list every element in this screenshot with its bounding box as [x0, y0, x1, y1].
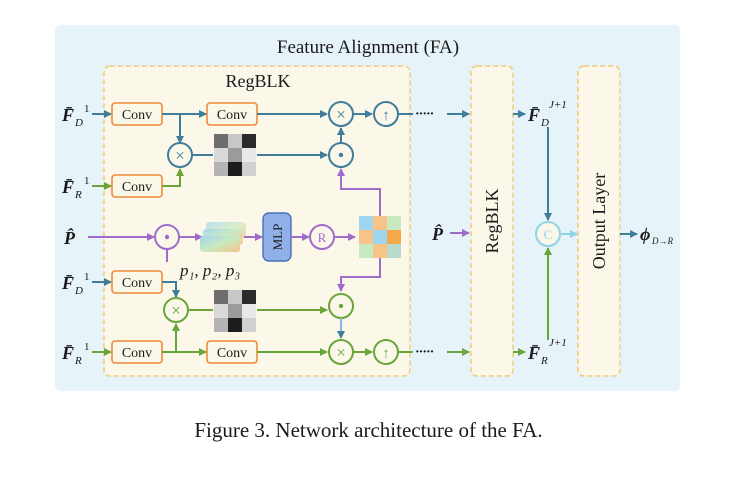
svg-text:×: × [171, 301, 181, 320]
svg-text:1: 1 [84, 175, 90, 187]
svg-text:R: R [540, 355, 548, 367]
input-fr1-top: F̄ R 1 [61, 175, 90, 201]
svg-text:F̄: F̄ [527, 105, 540, 125]
svg-text:F̄: F̄ [61, 273, 74, 293]
param-feature-stack [200, 222, 246, 252]
svg-text:ϕ: ϕ [640, 224, 650, 244]
regblk-block-2 [470, 65, 514, 377]
fa-title: Feature Alignment (FA) [277, 37, 459, 58]
output-layer-label: Output Layer [589, 173, 609, 269]
svg-text:×: × [336, 343, 346, 362]
svg-text:↑: ↑ [382, 108, 390, 124]
svg-text:D→R: D→R [651, 236, 673, 246]
output-fdj: F̄ D J+1 [527, 99, 567, 129]
svg-text:Conv: Conv [217, 108, 247, 123]
svg-text:1: 1 [84, 103, 90, 115]
mlp-label: MLP [270, 224, 285, 251]
svg-text:R: R [74, 355, 82, 367]
svg-text:D: D [74, 117, 83, 129]
svg-text:J+1: J+1 [549, 99, 567, 111]
svg-text:F̄: F̄ [527, 343, 540, 363]
cost-volume-top [214, 134, 256, 176]
svg-text:R: R [318, 230, 327, 245]
cost-volume-bottom [214, 290, 256, 332]
svg-text:Conv: Conv [217, 346, 247, 361]
svg-text:C: C [544, 227, 553, 242]
svg-text:×: × [175, 146, 185, 165]
svg-text:Conv: Conv [122, 276, 152, 291]
output-phi: ϕ D→R [640, 224, 673, 246]
output-layer-block [577, 65, 621, 377]
svg-text:F̄: F̄ [61, 343, 74, 363]
input-fr1-bottom: F̄ R 1 [61, 341, 90, 367]
svg-text:F̄: F̄ [61, 177, 74, 197]
svg-text:F̄: F̄ [61, 105, 74, 125]
regblk-vertical-label: RegBLK [482, 189, 502, 254]
regblk-title: RegBLK [226, 71, 291, 91]
input-p-hat: P̂ [63, 228, 76, 248]
params-label: p₁, p₂, p₃ [179, 261, 240, 280]
dots-top: ····· [415, 107, 434, 122]
figure-caption: Figure 3. Network architecture of the FA… [194, 418, 543, 442]
warp-field-grid [359, 216, 401, 258]
svg-text:R: R [74, 189, 82, 201]
input-fd1-bottom: F̄ D 1 [61, 271, 90, 297]
svg-text:×: × [336, 105, 346, 124]
svg-text:1: 1 [84, 341, 90, 353]
svg-text:J+1: J+1 [549, 337, 567, 349]
svg-text:Conv: Conv [122, 108, 152, 123]
svg-text:D: D [540, 117, 549, 129]
svg-text:↑: ↑ [382, 346, 390, 362]
dots-bottom: ····· [415, 345, 434, 360]
svg-text:Conv: Conv [122, 180, 152, 195]
output-frj: F̄ R J+1 [527, 337, 567, 367]
svg-text:P̂: P̂ [63, 228, 76, 248]
svg-text:D: D [74, 285, 83, 297]
input-fd1-top: F̄ D 1 [61, 103, 90, 129]
input-p-hat-mid: P̂ [431, 224, 444, 244]
svg-text:Conv: Conv [122, 346, 152, 361]
svg-text:1: 1 [84, 271, 90, 283]
svg-text:P̂: P̂ [431, 224, 444, 244]
